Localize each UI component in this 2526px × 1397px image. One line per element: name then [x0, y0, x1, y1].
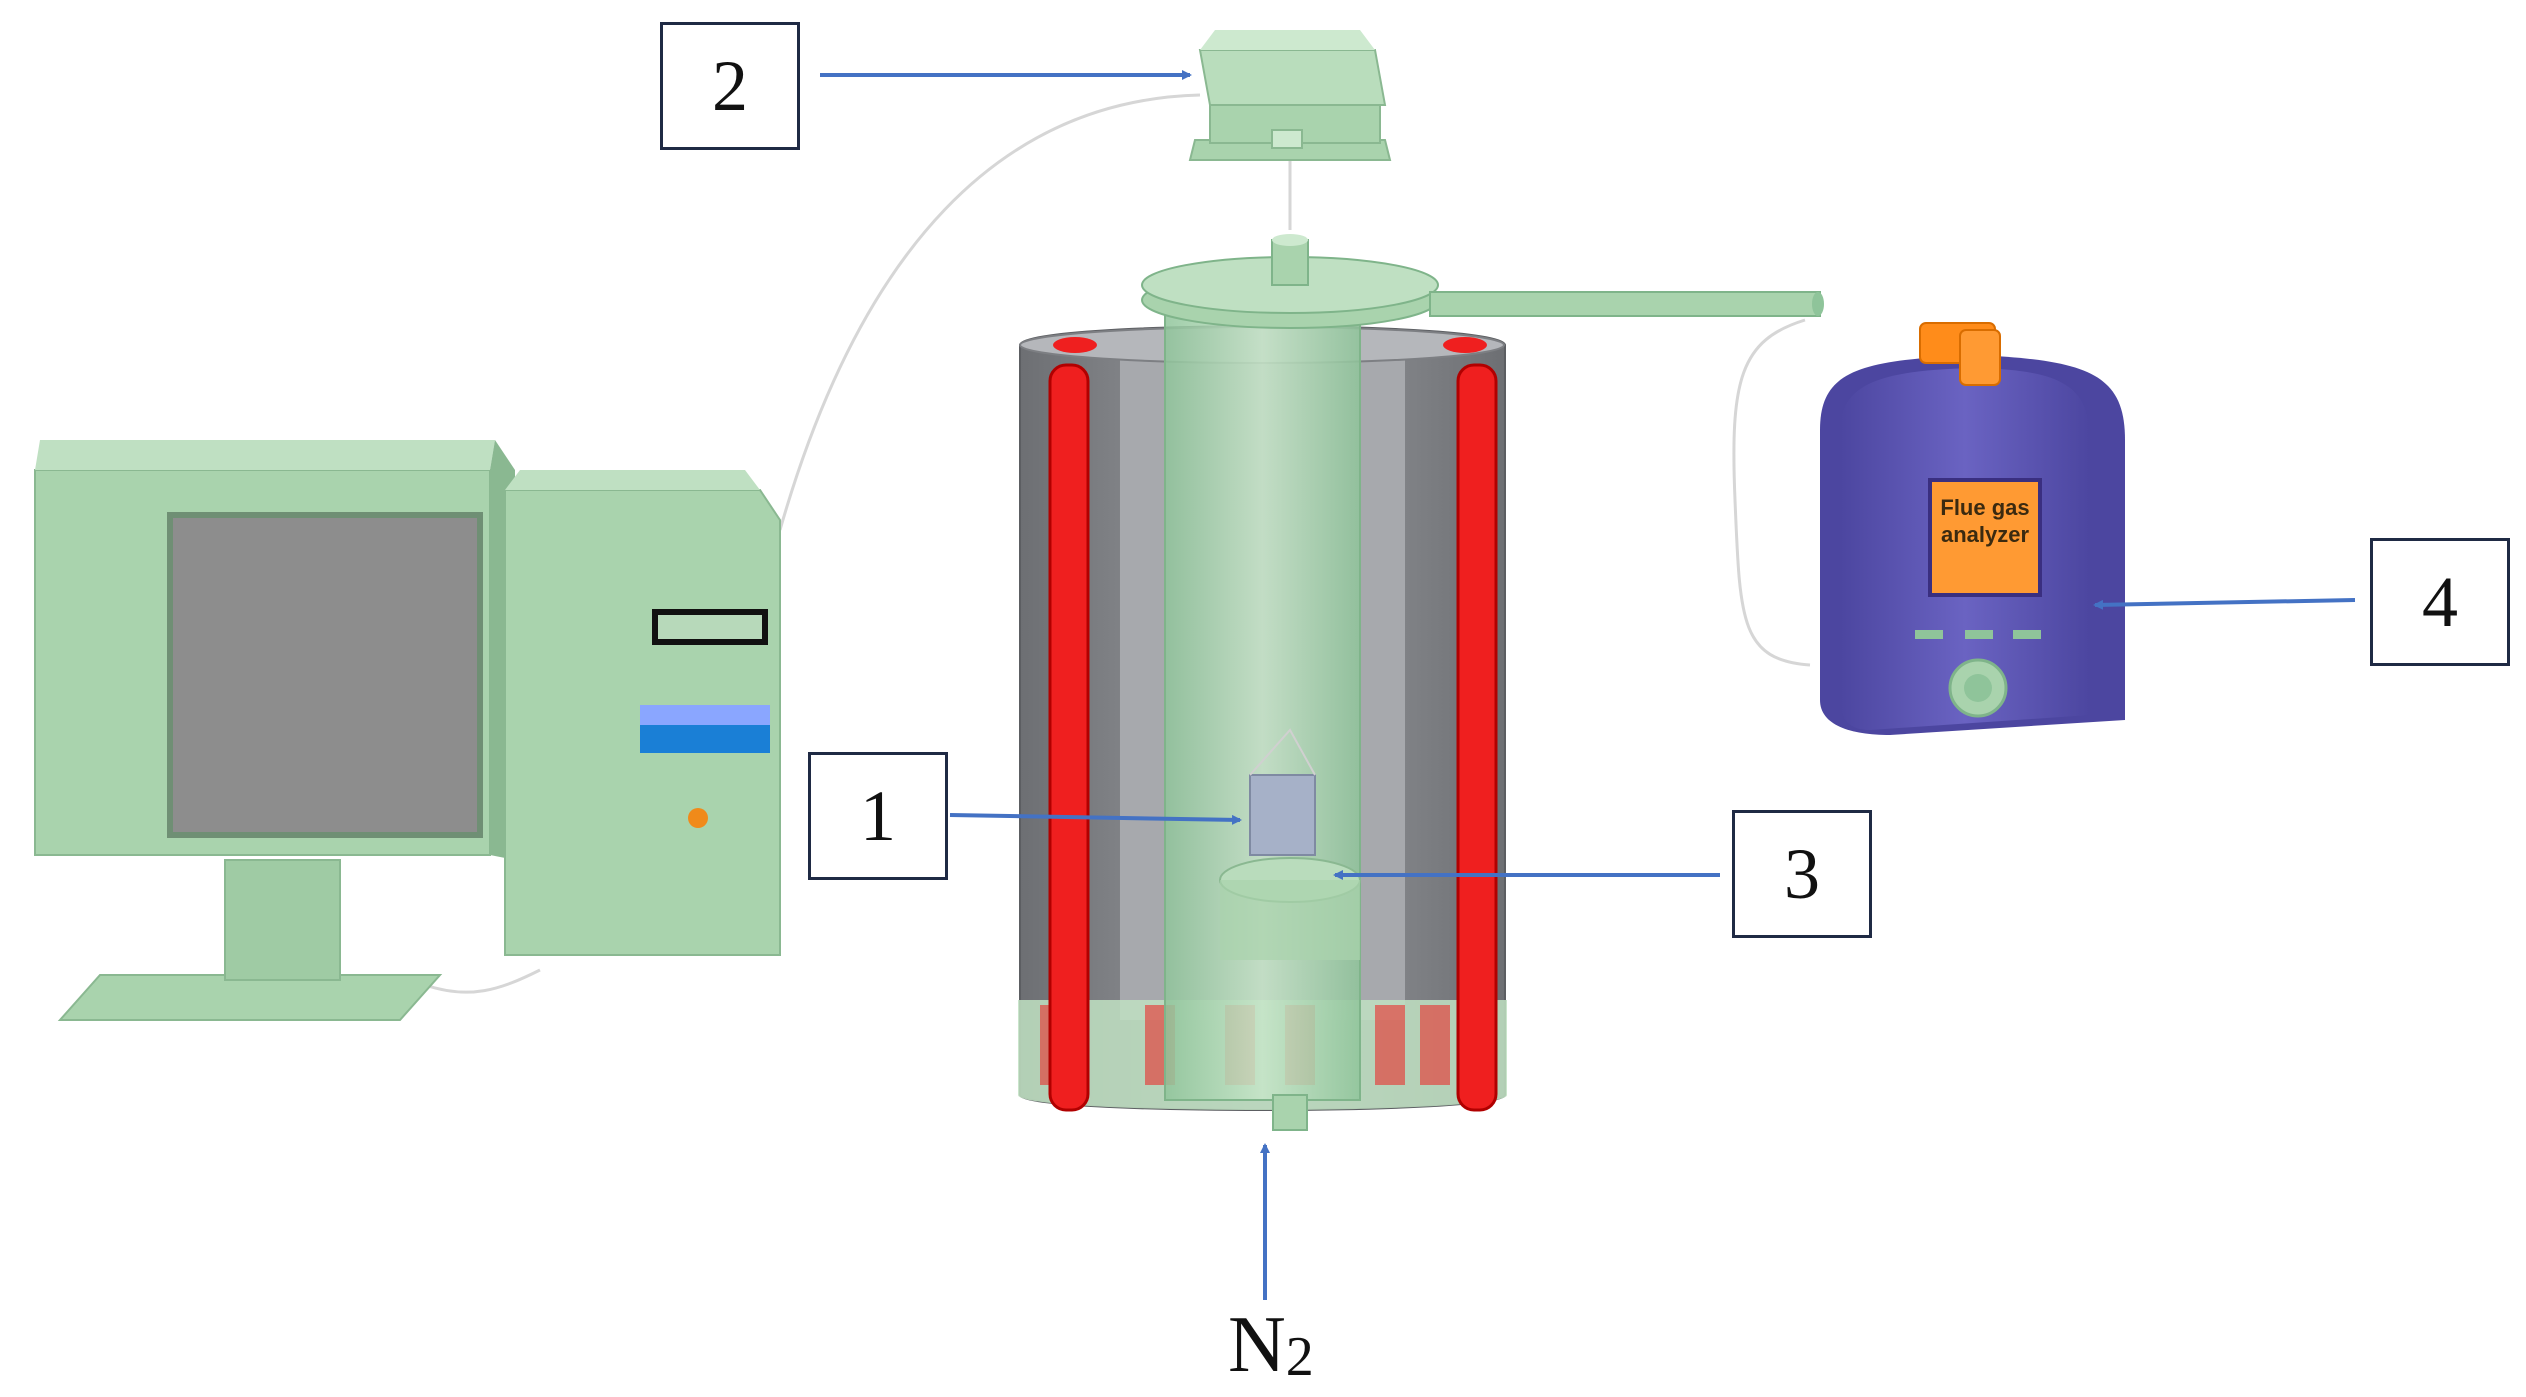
gas-outlet-pipe: [1429, 291, 1821, 317]
analyzer-button: [1915, 630, 1943, 639]
wire-pc-to-monitor: [424, 968, 541, 994]
heater-element-right: [1456, 363, 1498, 1112]
arrow-to-crucible: [949, 813, 1242, 825]
drive-slot: [652, 609, 768, 645]
wire-outlet-to-analyzer: [1732, 318, 1811, 667]
label-3: 3: [1784, 834, 1820, 914]
heater-element-left: [1048, 363, 1090, 1112]
label-box-2: 2: [660, 22, 800, 150]
label-box-3: 3: [1732, 810, 1872, 938]
analyzer-screen-line2: analyzer: [1941, 522, 2029, 547]
label-4: 4: [2422, 562, 2458, 642]
wire-balance-to-pc: [778, 93, 1201, 531]
label-1: 1: [860, 776, 896, 856]
furnace: [1018, 234, 1824, 1131]
label-box-4: 4: [2370, 538, 2510, 666]
balance-unit: [1188, 30, 1392, 161]
analyzer-button: [2013, 630, 2041, 639]
computer-tower: [504, 470, 781, 956]
computer-monitor: [34, 440, 515, 1021]
arrow-to-analyzer: [2093, 598, 2356, 610]
analyzer-screen: [1928, 478, 2042, 597]
flue-gas-analyzer: Flue gas analyzer: [1820, 322, 2125, 735]
label-2: 2: [712, 46, 748, 126]
analyzer-screen-line1: Flue gas: [1940, 495, 2029, 520]
gas-symbol: N: [1228, 1301, 1286, 1389]
monitor-screen: [167, 512, 483, 838]
sample-crucible: [1249, 774, 1316, 856]
reactor-tube: [1164, 304, 1361, 1101]
label-box-1: 1: [808, 752, 948, 880]
analyzer-button: [1965, 630, 1993, 639]
gas-subscript: 2: [1285, 1326, 1314, 1388]
power-led: [688, 808, 708, 828]
nitrogen-inlet-label: N2: [1228, 1305, 1314, 1385]
gas-inlet-nozzle: [1272, 1094, 1308, 1131]
callout-arrows: [820, 70, 2356, 1300]
